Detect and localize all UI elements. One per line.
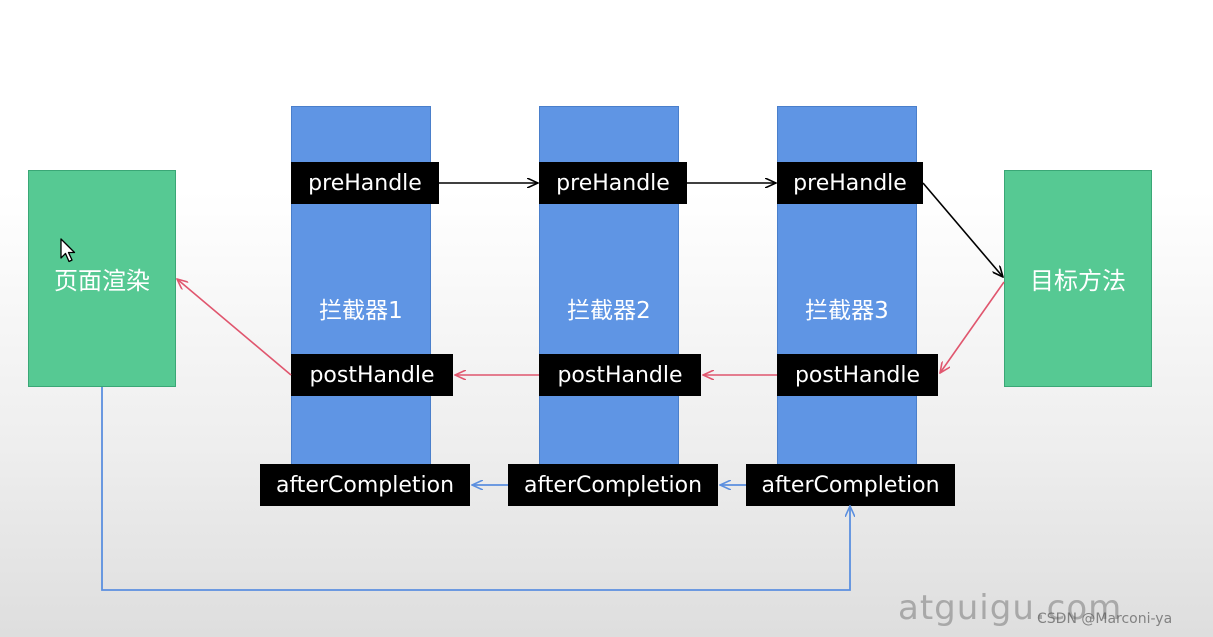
watermark-credit: CSDN @Marconi-ya [1037,611,1173,627]
page-render-box: 页面渲染 [28,170,176,387]
interceptor-2-label: 拦截器2 [567,298,651,324]
interceptor-3-aftercompletion: afterCompletion [746,464,955,506]
interceptor-2-posthandle: postHandle [539,354,701,396]
arrow-pre-3-to-target [922,182,1003,277]
interceptor-2-aftercompletion: afterCompletion [508,464,718,506]
interceptor-3-prehandle: preHandle [777,162,923,204]
mouse-cursor-icon [60,238,76,263]
target-method-box: 目标方法 [1004,170,1152,387]
interceptor-1-aftercompletion: afterCompletion [260,464,470,506]
page-render-label: 页面渲染 [54,267,150,295]
interceptor-1-prehandle: preHandle [291,162,439,204]
arrow-render-to-after-3 [101,387,850,591]
interceptor-2-prehandle: preHandle [539,162,687,204]
arrow-target-to-post-3 [940,281,1005,373]
interceptor-3-label: 拦截器3 [805,298,889,324]
interceptor-3-posthandle: postHandle [777,354,938,396]
target-method-label: 目标方法 [1030,267,1126,295]
interceptor-1-label: 拦截器1 [319,298,403,324]
arrow-post-1-to-render [177,279,292,376]
watermark-logo: atguigu.com [898,588,1123,628]
interceptor-1-posthandle: postHandle [291,354,453,396]
